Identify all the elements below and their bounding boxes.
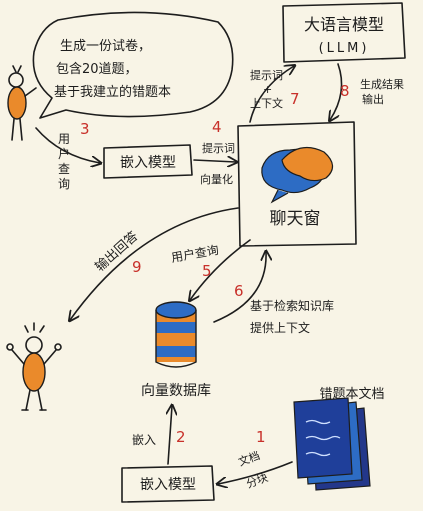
step-number-1: 1 <box>256 428 266 446</box>
step-number-2: 2 <box>176 428 186 446</box>
label-doc-chunk-1: 文档 <box>236 448 261 469</box>
arrow-step-7 <box>249 66 294 123</box>
label-prompt-context-1: 提示词 <box>250 69 283 82</box>
label-user-query-c2: 户 <box>58 146 70 161</box>
step-number-8: 8 <box>340 82 350 100</box>
speech-bubble: 生成一份试卷， 包含20道题， 基于我建立的错题本 <box>32 11 234 119</box>
label-user-query-c4: 询 <box>58 177 70 191</box>
chat-window: 聊天窗 <box>237 121 357 247</box>
arrow-step-4 <box>193 160 236 162</box>
arrow-step-3 <box>35 127 100 163</box>
arrow-step-9 <box>70 207 239 320</box>
document-icon <box>293 397 371 491</box>
label-doc-chunk-2: 分块 <box>245 471 270 491</box>
step-number-4: 4 <box>212 118 222 136</box>
arrow-step-6 <box>213 252 266 323</box>
embed-model-box-top: 嵌入模型 <box>103 144 193 179</box>
user-figure-bottom <box>6 322 62 411</box>
step-number-9: 9 <box>132 258 142 276</box>
label-user-query-c3: 查 <box>58 162 70 176</box>
chat-window-label: 聊天窗 <box>270 209 321 229</box>
label-prompt-context-2: + <box>263 83 272 96</box>
label-generate-result-2: 输出 <box>362 92 384 106</box>
label-vectorize-1: 提示词 <box>202 142 235 155</box>
label-retrieval-2: 提供上下文 <box>250 320 310 335</box>
llm-box: 大语言模型 (LLM) <box>282 2 406 63</box>
bubble-line-1: 生成一份试卷， <box>60 38 151 54</box>
database-icon <box>155 301 197 368</box>
label-user-query: 用户查询 <box>170 242 220 265</box>
bubble-line-3: 基于我建立的错题本 <box>54 84 171 100</box>
step-number-7: 7 <box>290 90 300 108</box>
step-number-3: 3 <box>80 120 90 138</box>
step-number-6: 6 <box>234 282 244 300</box>
label-generate-result-1: 生成结果 <box>360 77 404 91</box>
label-user-query-c1: 用 <box>58 132 70 146</box>
embed-model-bottom-label: 嵌入模型 <box>140 477 196 493</box>
bubble-line-2: 包含20道题， <box>56 61 138 77</box>
embed-model-box-bottom: 嵌入模型 <box>121 465 215 503</box>
arrow-step-5 <box>190 239 251 300</box>
llm-title: 大语言模型 <box>304 15 384 34</box>
vector-database: 向量数据库 <box>141 301 211 399</box>
arrow-step-8 <box>330 63 343 120</box>
label-prompt-context-3: 上下文 <box>250 96 283 110</box>
doc-stack-label: 错题本文档 <box>319 387 384 402</box>
arrow-step-2 <box>168 406 172 465</box>
arrow-step-1 <box>218 461 293 484</box>
label-retrieval-1: 基于检索知识库 <box>250 298 334 313</box>
document-stack: 错题本文档 <box>293 387 385 491</box>
brain-icon <box>261 146 334 204</box>
step-number-5: 5 <box>202 262 212 280</box>
step-numbers: 1 2 3 4 5 6 7 8 9 <box>80 82 350 446</box>
label-vectorize-2: 向量化 <box>200 172 233 186</box>
user-figure-top <box>7 65 37 141</box>
label-embed-in: 嵌入 <box>132 433 156 447</box>
vector-db-label: 向量数据库 <box>141 383 211 399</box>
llm-subtitle: (LLM) <box>319 41 370 56</box>
arrows <box>35 63 343 484</box>
embed-model-top-label: 嵌入模型 <box>120 155 176 171</box>
